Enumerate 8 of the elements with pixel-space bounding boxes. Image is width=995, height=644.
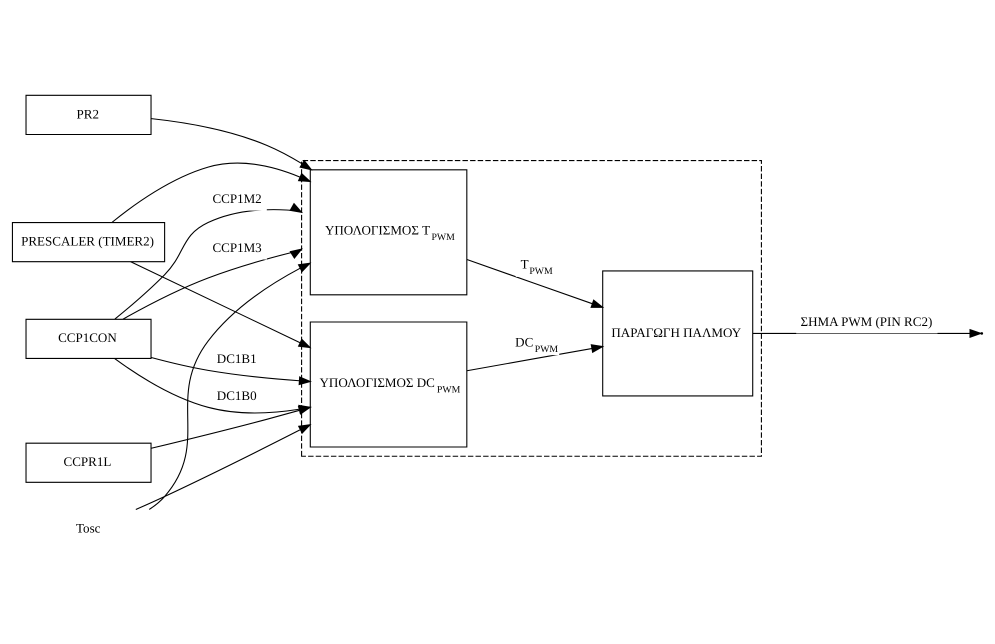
node-text: Tosc <box>76 520 100 536</box>
edge-label: CCP1M2 <box>212 191 262 206</box>
edge-label: DC1B0 <box>216 388 257 403</box>
edge-label: DC1B1 <box>216 350 257 366</box>
edge-label: T$_{PWM}$ <box>520 256 553 277</box>
edge-label: DC$_{PWM}$ <box>515 334 558 356</box>
edge-label: CCP1M3 <box>212 240 262 255</box>
edge-label: ΣΗΜΑ PWM (PIN RC2) <box>800 314 932 329</box>
